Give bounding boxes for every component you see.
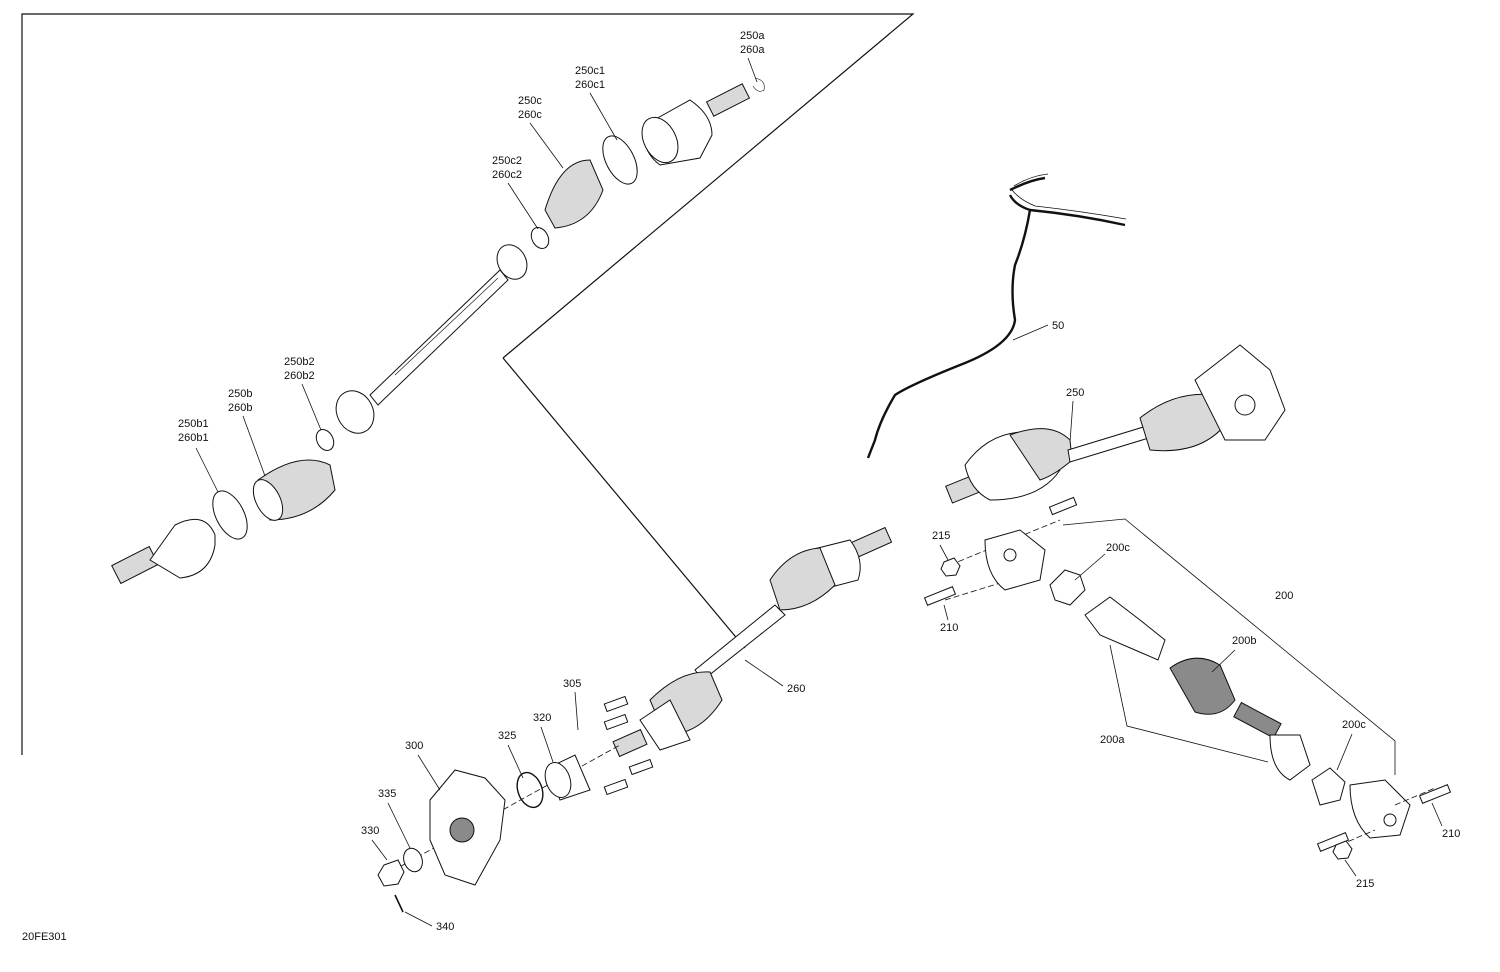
axle-260-assembly (612, 526, 893, 758)
callout-200b: 200b (1232, 635, 1256, 647)
callout-260b2: 260b2 (284, 370, 315, 382)
callout-250c: 250c (518, 95, 542, 107)
callout-260c1: 260c1 (575, 79, 605, 91)
wheel-hub-group (377, 695, 654, 913)
callout-305: 305 (563, 678, 581, 690)
callout-330: 330 (361, 825, 379, 837)
callout-320: 320 (533, 712, 551, 724)
callout-210-bottom: 210 (1442, 828, 1460, 840)
callout-50: 50 (1052, 320, 1064, 332)
callout-260b: 260b (228, 402, 252, 414)
callout-335: 335 (378, 788, 396, 800)
callout-250c2: 250c2 (492, 155, 522, 167)
callout-250b1: 250b1 (178, 418, 209, 430)
callout-200: 200 (1275, 590, 1293, 602)
figure-code: 20FE301 (22, 931, 67, 943)
callout-250b: 250b (228, 388, 252, 400)
callout-340: 340 (436, 921, 454, 933)
callout-260a: 260a (740, 44, 765, 56)
callout-215-top: 215 (932, 530, 950, 542)
inset-divider (502, 357, 746, 649)
inset-frame (21, 13, 915, 755)
callout-200a-leaders (1109, 644, 1269, 763)
callout-260c2: 260c2 (492, 169, 522, 181)
callout-260c: 260c (518, 109, 542, 121)
callout-200-bracket (1062, 518, 1396, 775)
callout-200c-top: 200c (1106, 542, 1130, 554)
inset-axle-exploded (111, 77, 765, 585)
callout-300: 300 (405, 740, 423, 752)
callout-250b2: 250b2 (284, 356, 315, 368)
callout-250: 250 (1066, 387, 1084, 399)
callout-200a: 200a (1100, 734, 1125, 746)
callout-250c1: 250c1 (575, 65, 605, 77)
callout-250a: 250a (740, 30, 765, 42)
callout-210-top: 210 (940, 622, 958, 634)
axle-250-assembly (945, 344, 1286, 504)
callout-200c-bottom: 200c (1342, 719, 1366, 731)
propeller-shaft-group (923, 496, 1452, 860)
wire-harness (866, 173, 1127, 459)
callout-260b1: 260b1 (178, 432, 209, 444)
callout-325: 325 (498, 730, 516, 742)
callout-215-bottom: 215 (1356, 878, 1374, 890)
callout-260: 260 (787, 683, 805, 695)
